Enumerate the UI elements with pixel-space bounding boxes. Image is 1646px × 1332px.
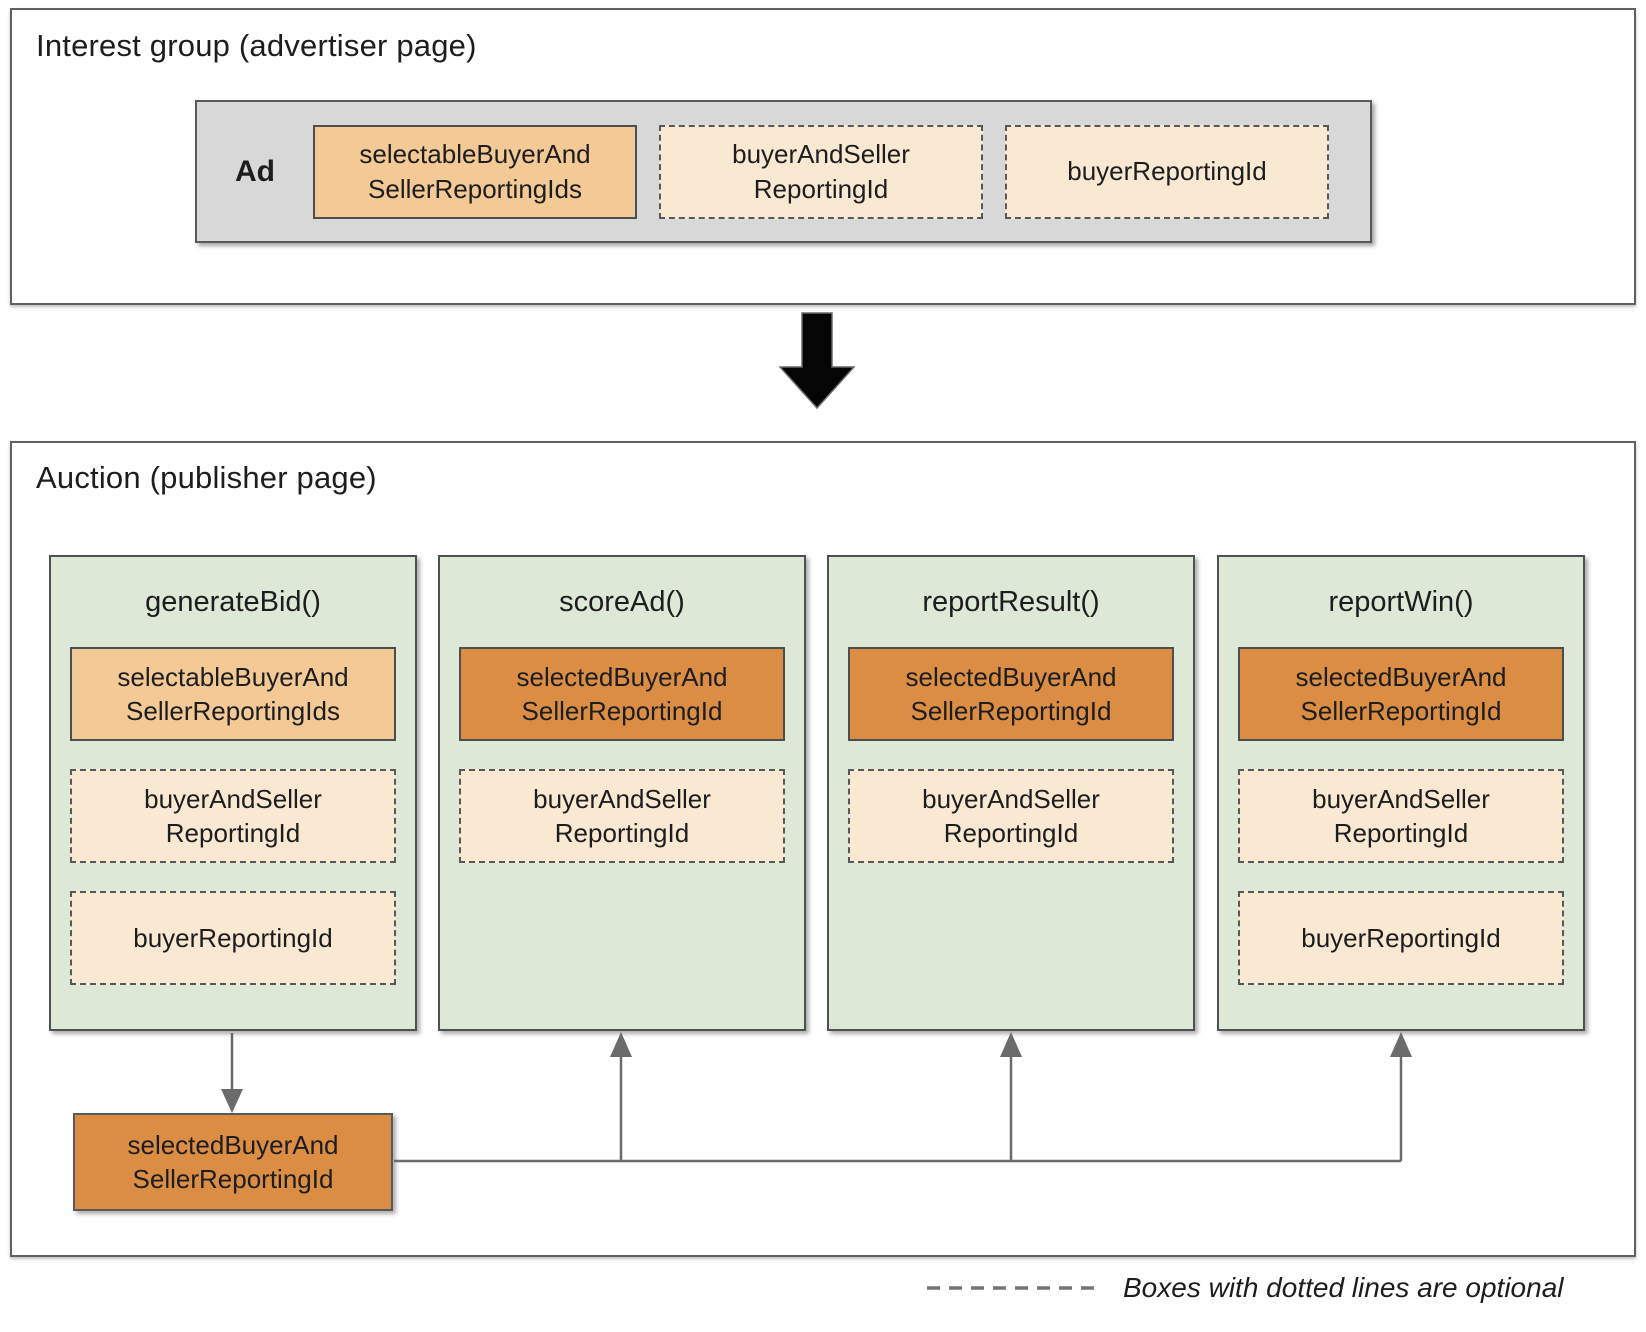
column-reportwin-title: reportWin(): [1328, 585, 1474, 618]
column-reportresult: reportResult() selectedBuyerAnd SellerRe…: [827, 555, 1195, 1031]
chip-buyer-reporting-id: buyerReportingId: [1005, 124, 1329, 219]
column-generatebid-chips: selectableBuyerAnd SellerReportingIds bu…: [51, 647, 415, 985]
chip-selected-buyer-and-seller-reporting-id: selectedBuyerAnd SellerReportingId: [459, 647, 785, 741]
ad-container: Ad selectableBuyerAnd SellerReportingIds…: [195, 100, 1372, 243]
chip-buyer-and-seller-reporting-id: buyerAndSeller ReportingId: [70, 769, 396, 863]
chip-buyer-and-seller-reporting-id: buyerAndSeller ReportingId: [659, 124, 983, 219]
down-arrow-icon: [779, 312, 855, 410]
chip-buyer-and-seller-reporting-id: buyerAndSeller ReportingId: [1238, 769, 1564, 863]
chip-buyer-and-seller-reporting-id: buyerAndSeller ReportingId: [848, 769, 1174, 863]
chip-buyer-reporting-id: buyerReportingId: [70, 891, 396, 985]
ad-label: Ad: [235, 154, 275, 188]
column-generatebid-title: generateBid(): [145, 585, 321, 618]
chip-selectable-buyer-and-seller-reporting-ids: selectableBuyerAnd SellerReportingIds: [313, 124, 637, 219]
column-scoread-title: scoreAd(): [559, 585, 685, 618]
chip-selected-buyer-and-seller-reporting-id: selectedBuyerAnd SellerReportingId: [1238, 647, 1564, 741]
chip-buyer-reporting-id: buyerReportingId: [1238, 891, 1564, 985]
chip-selected-buyer-and-seller-reporting-id: selectedBuyerAnd SellerReportingId: [848, 647, 1174, 741]
column-reportwin: reportWin() selectedBuyerAnd SellerRepor…: [1217, 555, 1585, 1031]
column-reportresult-chips: selectedBuyerAnd SellerReportingId buyer…: [829, 647, 1193, 863]
chip-selectable-buyer-and-seller-reporting-ids: selectableBuyerAnd SellerReportingIds: [70, 647, 396, 741]
interest-group-title: Interest group (advertiser page): [36, 28, 477, 63]
legend-text: Boxes with dotted lines are optional: [1123, 1272, 1564, 1303]
dashed-line-icon: [927, 1286, 1095, 1290]
column-generatebid: generateBid() selectableBuyerAnd SellerR…: [49, 555, 417, 1031]
auction-title: Auction (publisher page): [36, 460, 377, 495]
column-scoread: scoreAd() selectedBuyerAnd SellerReporti…: [438, 555, 806, 1031]
column-reportresult-title: reportResult(): [922, 585, 1100, 618]
chip-buyer-and-seller-reporting-id: buyerAndSeller ReportingId: [459, 769, 785, 863]
column-reportwin-chips: selectedBuyerAnd SellerReportingId buyer…: [1219, 647, 1583, 985]
legend: Boxes with dotted lines are optional: [925, 1272, 1564, 1304]
column-scoread-chips: selectedBuyerAnd SellerReportingId buyer…: [440, 647, 804, 863]
chip-selected-buyer-and-seller-reporting-id-output: selectedBuyerAnd SellerReportingId: [73, 1113, 393, 1211]
